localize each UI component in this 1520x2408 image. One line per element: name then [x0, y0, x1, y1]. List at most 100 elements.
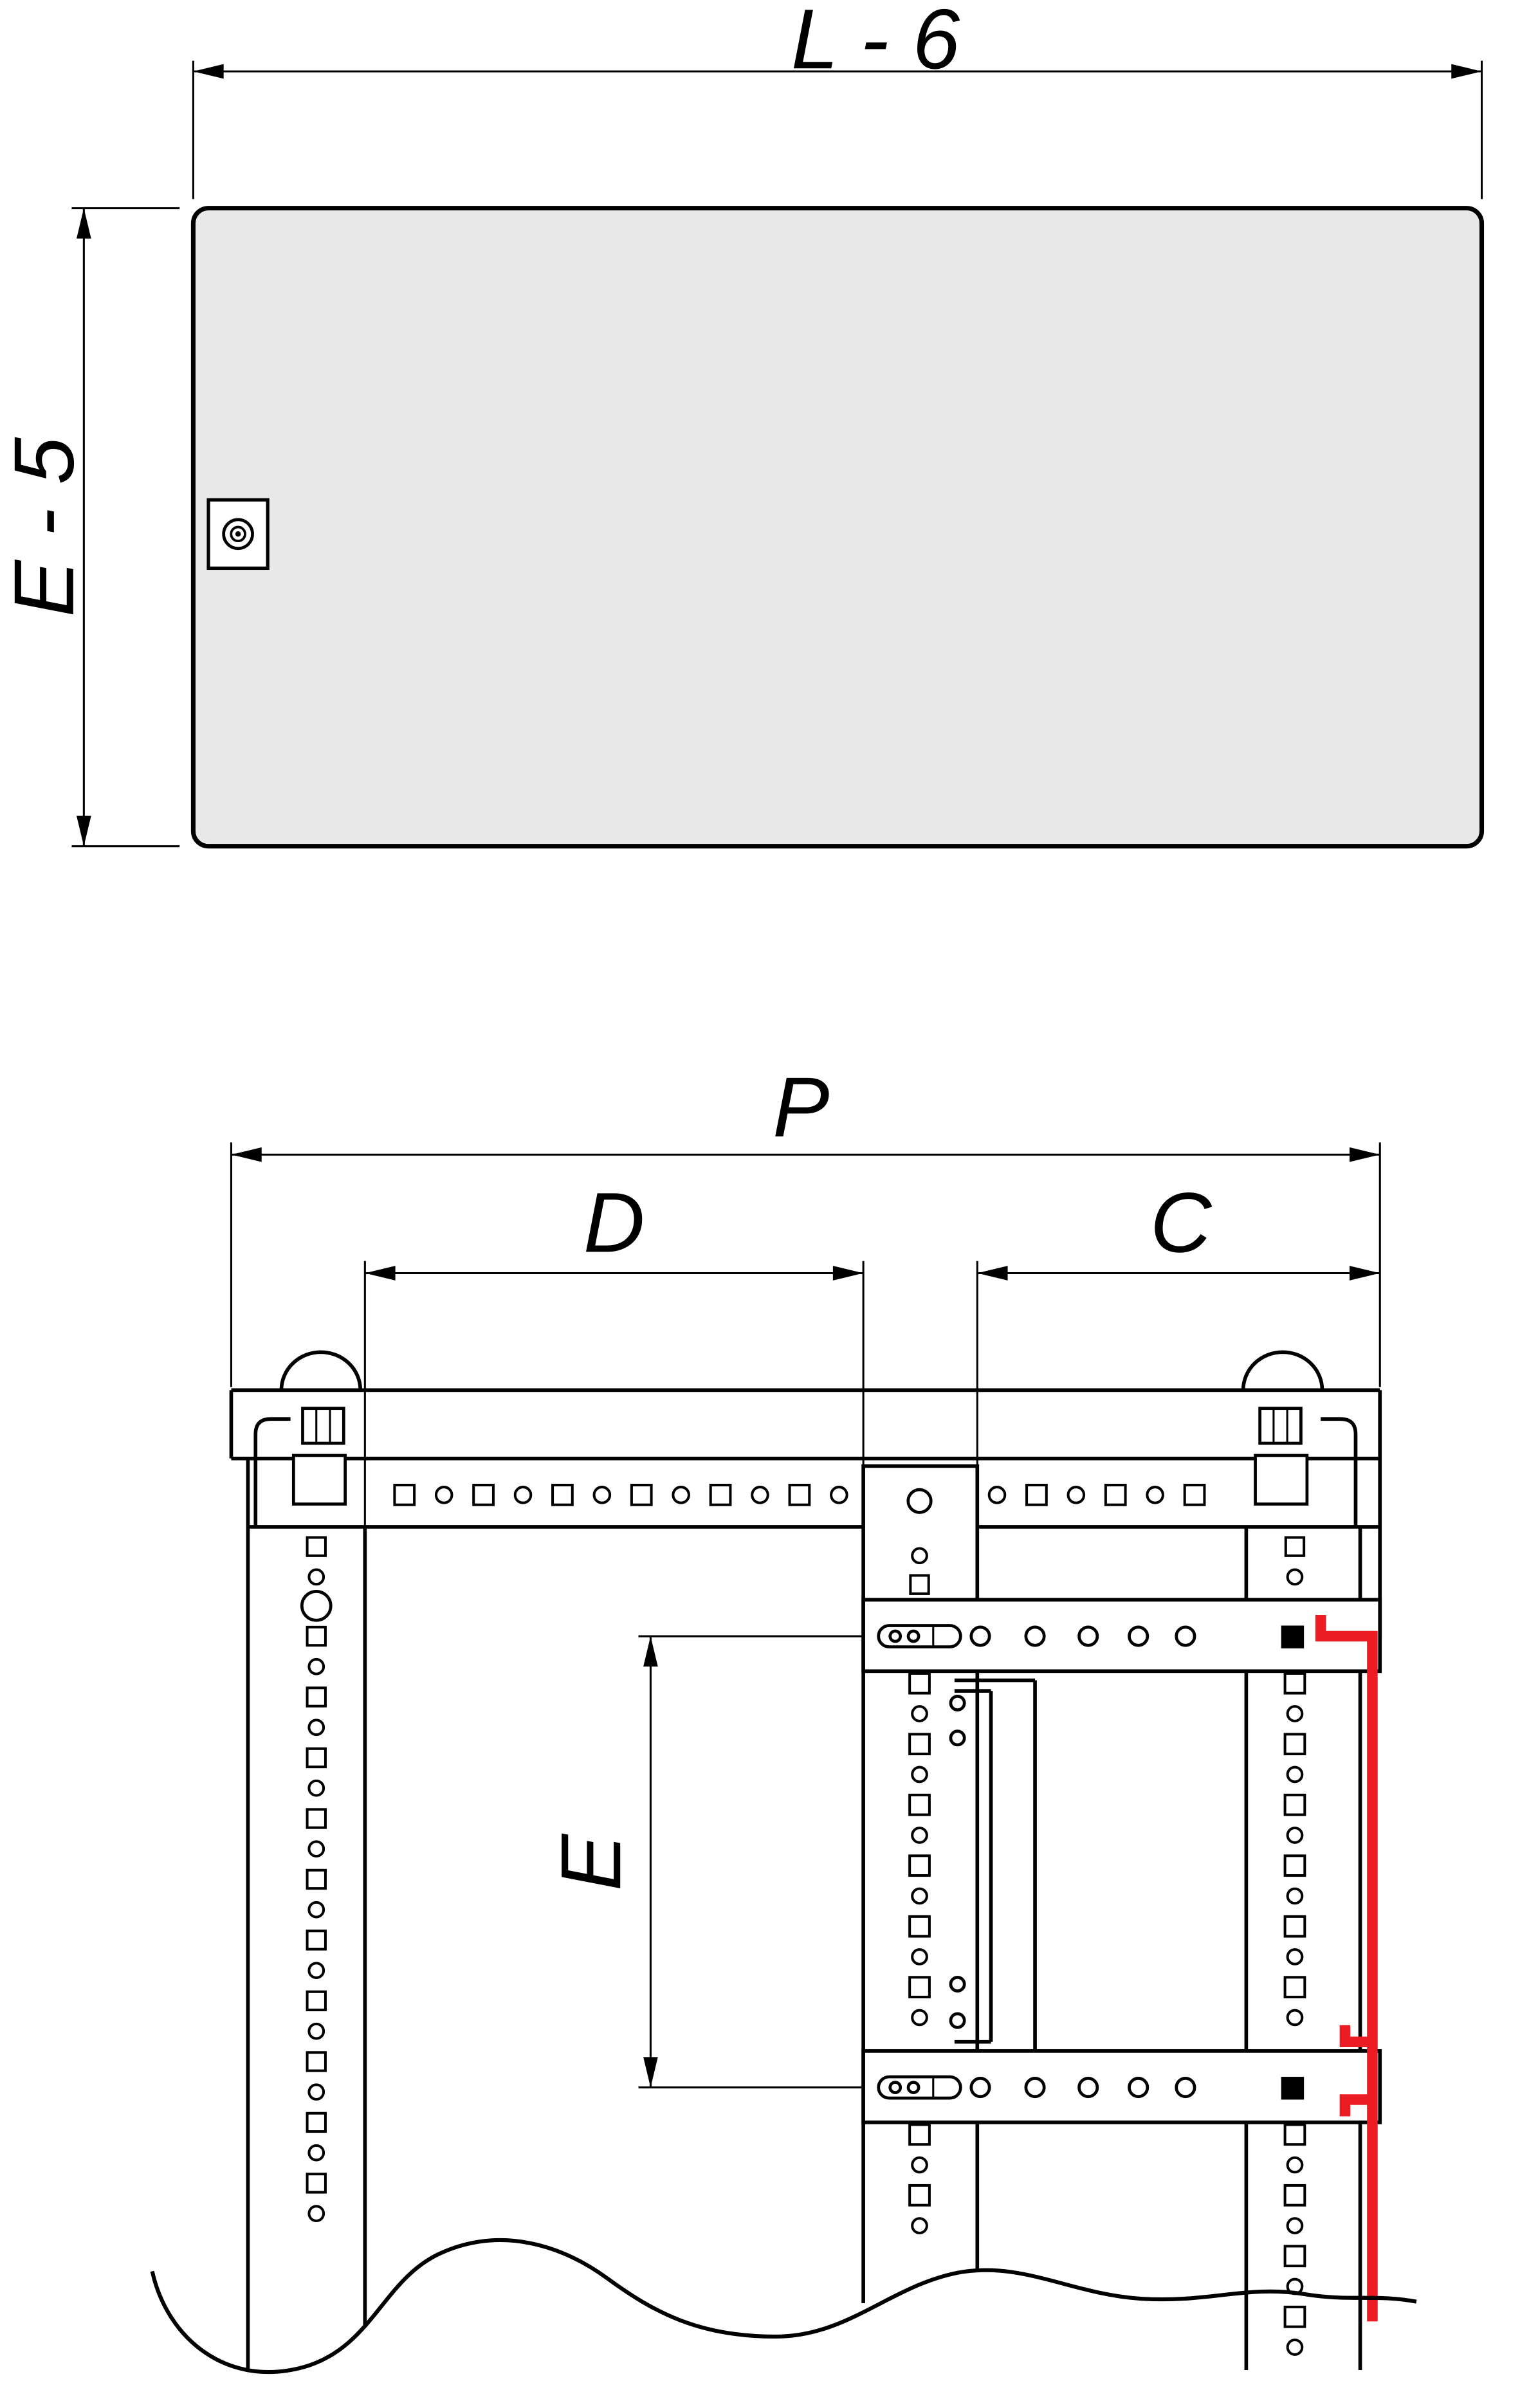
middle-rail-perforations — [909, 1547, 930, 1595]
corner-gusset-left — [253, 1417, 291, 1527]
right-rail-perforations — [1283, 2123, 1306, 2356]
square-hole — [908, 1854, 931, 1877]
label-frame-right-span: C — [1150, 1175, 1213, 1270]
square-hole — [1283, 1733, 1306, 1756]
square-hole — [1104, 1483, 1127, 1506]
lock-plate — [206, 498, 270, 570]
right-rail-perforations — [1284, 1536, 1306, 1586]
round-hole — [1286, 1827, 1304, 1844]
round-hole — [987, 1486, 1007, 1504]
connector-block — [301, 1407, 345, 1445]
right-rail-perforations — [1283, 1672, 1306, 2027]
frame-section-view — [150, 1350, 1417, 2375]
left-rail-perforations — [306, 1625, 327, 2222]
round-hole — [307, 1657, 325, 1675]
rail-hole — [1024, 2077, 1046, 2099]
square-hole — [1283, 1854, 1306, 1877]
round-hole — [1286, 1948, 1304, 1966]
round-hole — [307, 1779, 325, 1797]
round-hole — [1286, 1705, 1304, 1722]
square-hole — [908, 1793, 931, 1816]
round-hole — [1286, 2339, 1304, 2356]
square-hole — [472, 1483, 495, 1506]
round-hole — [1286, 2217, 1304, 2234]
profile-hook-upper — [1339, 2025, 1373, 2047]
left-rail-perforations — [306, 1536, 327, 1586]
square-hole — [306, 2051, 327, 2072]
mounting-bracket — [949, 1678, 1037, 2055]
round-hole — [911, 1765, 928, 1783]
square-hole — [908, 1915, 931, 1938]
round-hole — [307, 2083, 325, 2101]
square-hole — [1283, 2245, 1306, 2268]
square-hole — [1283, 1672, 1306, 1695]
round-hole — [911, 1547, 928, 1565]
square-hole — [1283, 1915, 1306, 1938]
middle-rail — [861, 1464, 980, 2304]
lower-cross-rail — [861, 2049, 1382, 2124]
square-hole — [1283, 1976, 1306, 1999]
round-hole — [1286, 2156, 1304, 2174]
round-hole — [307, 2144, 325, 2162]
square-hole — [306, 2173, 327, 2194]
left-rail-large-hole — [300, 1589, 333, 1622]
rail-hole — [969, 2077, 991, 2099]
square-hole — [306, 1747, 327, 1769]
square-hole — [393, 1483, 416, 1506]
break-line-wave — [150, 2238, 1417, 2375]
square-hole — [306, 2112, 327, 2133]
round-hole — [513, 1486, 533, 1504]
rail-hole — [969, 1625, 991, 1647]
round-hole — [307, 1719, 325, 1737]
right-rail — [1244, 1390, 1382, 2370]
band-perforation-row — [393, 1483, 1206, 1506]
dimension-frame-overall: P — [230, 1060, 1381, 1387]
middle-rail-perforations — [908, 1672, 931, 2027]
left-rail — [246, 1458, 367, 2370]
bracket-hole — [949, 1694, 966, 1711]
band-detail-right — [1254, 1407, 1309, 1506]
label-rail-spacing: E — [544, 1833, 639, 1891]
round-hole — [911, 2009, 928, 2027]
round-hole — [911, 1827, 928, 1844]
rail-hole — [1175, 2077, 1196, 2099]
square-hole — [1284, 1536, 1306, 1557]
round-hole — [307, 1962, 325, 1980]
square-hole — [630, 1483, 653, 1506]
square-hole — [1283, 2305, 1306, 2328]
square-hole — [306, 1808, 327, 1829]
square-hole — [306, 1625, 327, 1647]
round-hole — [911, 1948, 928, 1966]
square-hole — [306, 1868, 327, 1890]
round-hole — [911, 1705, 928, 1722]
round-hole — [1067, 1486, 1086, 1504]
square-hole — [908, 1733, 931, 1756]
dimension-frame-left-span: D — [363, 1175, 865, 1529]
panel-lock — [206, 498, 270, 570]
square-hole — [306, 1536, 327, 1557]
round-hole — [751, 1486, 769, 1504]
square-hole — [1025, 1483, 1048, 1506]
rail-hole — [1024, 1625, 1046, 1647]
connector-block — [1258, 1407, 1303, 1445]
middle-rail-perforations — [908, 2123, 931, 2234]
round-hole — [1286, 1887, 1304, 1905]
square-hole — [908, 1976, 931, 1999]
round-hole — [1286, 1568, 1304, 1586]
label-top-height: E - 5 — [0, 437, 92, 617]
profile-hook-lower — [1339, 2094, 1373, 2117]
middle-rail-large-hole — [906, 1488, 933, 1514]
bracket-hole — [949, 2012, 966, 2029]
square-hole — [908, 1672, 931, 1695]
profile-main — [1315, 1614, 1378, 2322]
bracket-hole — [949, 1729, 966, 1747]
square-hole — [306, 1686, 327, 1708]
dimension-top-height: E - 5 — [0, 207, 180, 848]
band-detail-left — [291, 1407, 347, 1506]
square-hole — [306, 1990, 327, 2012]
square-hole — [1183, 1483, 1206, 1506]
label-top-width: L - 6 — [791, 0, 960, 87]
round-hole — [830, 1486, 848, 1504]
